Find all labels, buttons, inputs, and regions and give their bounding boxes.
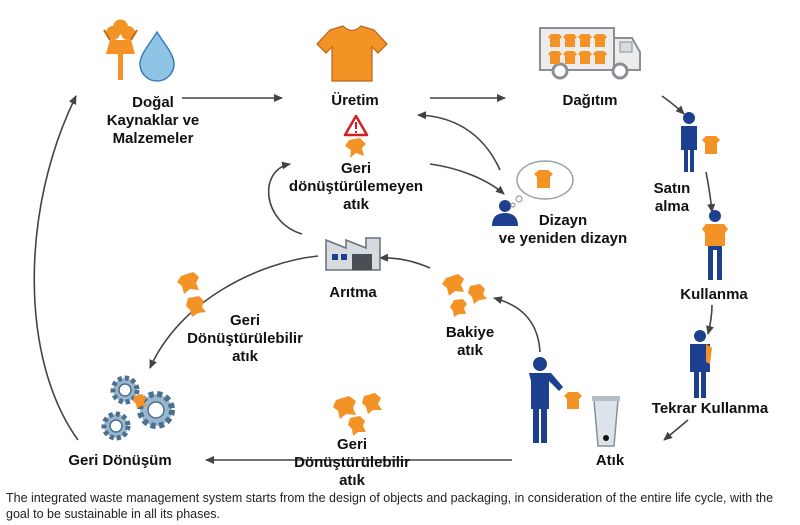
arrow-production-to-design bbox=[429, 163, 505, 195]
wearing-person-icon bbox=[702, 210, 728, 280]
recyclable-waste-lower-icon bbox=[333, 393, 382, 436]
figure-caption: The integrated waste management system s… bbox=[6, 491, 774, 521]
node-reuse: Tekrar Kullanma bbox=[651, 400, 769, 417]
gears-icon bbox=[101, 375, 175, 441]
designer-icon bbox=[492, 200, 518, 226]
gear-waste-bit-icon bbox=[133, 394, 147, 409]
arrow-residual-to-treatment bbox=[379, 253, 431, 269]
warning-icon bbox=[343, 114, 369, 137]
arrow-design-to-production bbox=[417, 111, 501, 171]
node-use: Kullanma bbox=[680, 286, 748, 303]
reusing-person-icon bbox=[690, 330, 712, 398]
arrow-treatment-to-recyclable bbox=[149, 255, 319, 369]
node-treatment: Arıtma bbox=[329, 284, 377, 301]
node-design: Dizayn ve yeniden dizayn bbox=[498, 212, 628, 247]
residual-waste-icon bbox=[442, 274, 487, 317]
cotton-flower-icon bbox=[103, 19, 138, 80]
waste-cycle-diagram bbox=[33, 19, 728, 464]
flow-arrows bbox=[33, 94, 716, 464]
node-non-recyclable-waste: Geri dönüştürülemeyen atık bbox=[288, 160, 424, 213]
node-residual-waste: Bakiye atık bbox=[445, 324, 495, 359]
arrow-use-to-reuse bbox=[706, 304, 714, 335]
buyer-person-icon bbox=[681, 112, 720, 172]
recyclable-waste-upper-icon bbox=[177, 272, 206, 317]
arrow-waste-to-residual bbox=[493, 296, 541, 353]
arrow-treatment-to-nonrecyclable bbox=[267, 161, 303, 235]
node-production: Üretim bbox=[331, 92, 379, 109]
torn-shirt-icon bbox=[345, 138, 366, 158]
thought-bubble-icon bbox=[510, 160, 574, 208]
delivery-truck-icon bbox=[539, 27, 641, 80]
arrow-purchase-to-use bbox=[705, 171, 716, 213]
node-recyclable-waste-lower: Geri Dönüştürülebilir atık bbox=[294, 436, 410, 489]
node-recycling: Geri Dönüşüm bbox=[68, 452, 172, 469]
node-distribution: Dağıtım bbox=[562, 92, 618, 109]
arrow-reuse-to-waste bbox=[663, 419, 689, 441]
node-purchase: Satın alma bbox=[653, 180, 691, 215]
node-waste: Atık bbox=[595, 452, 625, 469]
trash-bin-icon bbox=[592, 396, 620, 447]
node-recyclable-waste-upper: Geri Dönüştürülebilir atık bbox=[187, 312, 303, 365]
node-natural-resources: Doğal Kaynaklar ve Malzemeler bbox=[106, 94, 200, 147]
t-shirt-icon bbox=[316, 25, 388, 82]
arrow-distribution-to-purchase bbox=[661, 95, 685, 115]
factory-icon bbox=[325, 237, 381, 271]
arrow-recycling-to-resources bbox=[33, 95, 79, 441]
disposing-person-icon bbox=[529, 357, 582, 443]
water-drop-icon bbox=[139, 30, 175, 82]
